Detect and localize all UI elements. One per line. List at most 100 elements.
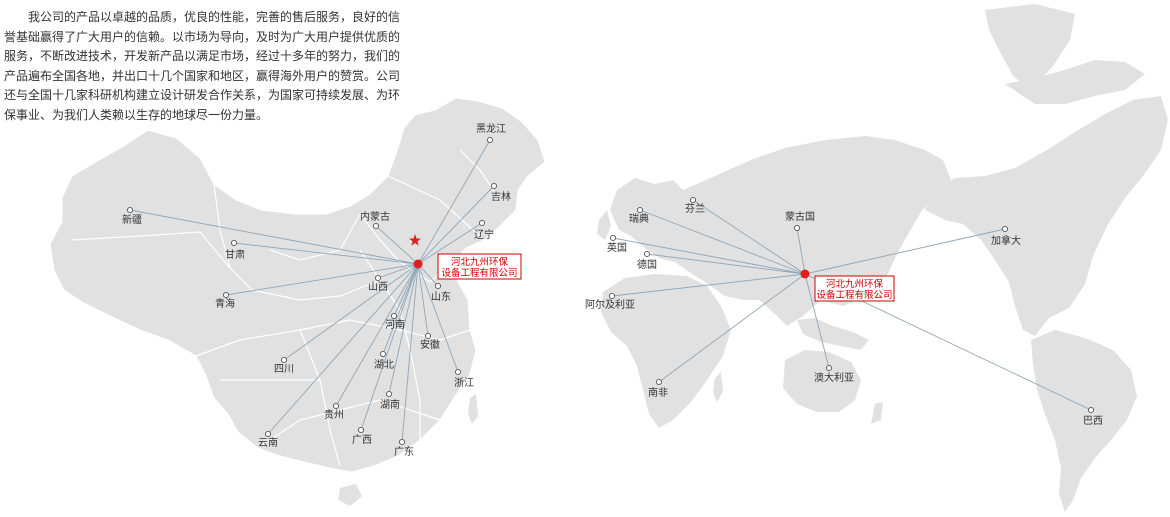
country-label: 巴西	[1083, 415, 1103, 427]
country-connector-line	[796, 227, 806, 275]
company-name-line1-world: 河北九州环保	[826, 278, 884, 290]
country-marker	[608, 292, 616, 300]
province-connector-line	[377, 263, 419, 279]
madagascar-landmass	[713, 372, 723, 402]
province-label: 新疆	[122, 213, 142, 226]
company-label-box-world	[814, 275, 895, 302]
company-hub-world: 河北九州环保 设备工程有限公司	[800, 269, 895, 302]
province-connector-line	[417, 185, 495, 265]
province-marker	[478, 219, 486, 227]
province-label: 山西	[368, 281, 388, 293]
province-marker	[424, 332, 432, 340]
country-connector-line	[692, 199, 806, 275]
province-marker	[230, 239, 238, 247]
company-hub: 河北九州环保 设备工程有限公司	[413, 253, 522, 280]
province-connector-line	[417, 139, 491, 265]
south-america-landmass	[1031, 330, 1137, 512]
province-connector-line	[417, 263, 459, 373]
country-label: 英国	[607, 241, 627, 254]
province-label: 安徽	[420, 338, 440, 351]
country-connector-line	[804, 273, 830, 369]
province-marker	[357, 426, 365, 434]
province-connector-line	[393, 263, 419, 317]
company-intro-text: 我公司的产品以卓越的品质，优良的性能，完善的售后服务，良好的信誉基础赢得了广大用…	[4, 10, 401, 122]
province-connector-line	[267, 263, 419, 435]
province-label: 云南	[258, 436, 278, 449]
province-label: 山东	[431, 290, 451, 303]
country-marker	[609, 234, 617, 242]
province-marker	[490, 182, 498, 190]
country-marker	[655, 378, 663, 386]
province-label: 湖北	[374, 359, 394, 371]
hainan-island	[338, 484, 362, 506]
province-connector-line	[233, 242, 419, 265]
province-marker	[398, 438, 406, 446]
country-marker	[825, 364, 833, 372]
australia-landmass	[783, 350, 861, 412]
province-label: 内蒙古	[360, 210, 390, 223]
japan-landmass	[891, 210, 907, 246]
country-marker	[793, 224, 801, 232]
province-connector-line	[335, 263, 419, 407]
country-connector-line	[639, 209, 806, 275]
new-zealand-landmass	[871, 402, 883, 424]
world-landmasses	[597, 4, 1168, 512]
world-export-map: 芬兰瑞典蒙古国英国德国阿尔及利亚加拿大南非澳大利亚巴西 河北九州环保 设备工程有…	[585, 4, 1168, 512]
province-marker	[332, 402, 340, 410]
province-label: 甘肃	[225, 248, 245, 261]
province-connector-line	[129, 209, 419, 265]
province-connector-line	[417, 263, 429, 337]
province-label: 四川	[274, 364, 294, 375]
country-label: 芬兰	[685, 202, 705, 215]
arctic-islands-landmass	[1005, 60, 1145, 104]
province-connector-line	[417, 263, 439, 287]
company-label-box	[437, 253, 522, 280]
province-connector-line	[382, 263, 419, 355]
province-marker	[379, 350, 387, 358]
province-marker	[222, 291, 230, 299]
province-connector-line	[283, 263, 419, 361]
country-label: 加拿大	[991, 234, 1021, 247]
company-name-line2-world: 设备工程有限公司	[816, 289, 892, 301]
province-label: 吉林	[491, 190, 511, 203]
province-marker	[264, 430, 272, 438]
greenland-landmass	[985, 4, 1075, 90]
country-connector-line	[658, 273, 806, 383]
province-label: 河南	[385, 318, 405, 331]
province-label: 浙江	[454, 377, 474, 389]
country-label: 南非	[648, 386, 668, 399]
province-label: 广西	[352, 434, 372, 446]
china-distribution-map: 黑龙江吉林辽宁内蒙古新疆甘肃山西山东青海河南安徽四川湖北浙江贵州湖南云南广西广东…	[49, 97, 546, 506]
province-connector-line	[401, 263, 419, 443]
company-name-line2: 设备工程有限公司	[441, 267, 517, 279]
taiwan-island	[468, 394, 478, 424]
country-label: 蒙古国	[785, 210, 815, 223]
province-connector-line	[225, 263, 419, 296]
country-label: 澳大利亚	[814, 371, 854, 384]
country-connector-line	[646, 253, 806, 275]
province-label: 黑龙江	[476, 122, 506, 135]
province-connector-line	[360, 263, 419, 431]
country-label: 德国	[637, 258, 657, 271]
country-connector-line	[804, 228, 1006, 275]
country-marker	[636, 206, 644, 214]
africa-landmass	[601, 274, 731, 428]
southeast-asia-islands-landmass	[797, 318, 869, 350]
province-label: 广东	[394, 445, 414, 458]
country-connector-line	[611, 273, 806, 297]
country-connector-line	[612, 237, 806, 275]
province-connector-line	[417, 222, 483, 265]
country-marker	[689, 196, 697, 204]
province-marker	[126, 206, 134, 214]
province-label: 辽宁	[474, 228, 494, 241]
province-label: 青海	[215, 297, 235, 310]
province-marker	[434, 282, 442, 290]
country-marker	[643, 250, 651, 258]
province-marker	[374, 274, 382, 282]
country-marker	[1001, 225, 1009, 233]
province-label: 湖南	[380, 398, 400, 411]
province-marker	[385, 390, 393, 398]
country-label: 阿尔及利亚	[585, 298, 635, 311]
province-borders	[71, 149, 501, 467]
beijing-capital-star	[409, 234, 421, 246]
